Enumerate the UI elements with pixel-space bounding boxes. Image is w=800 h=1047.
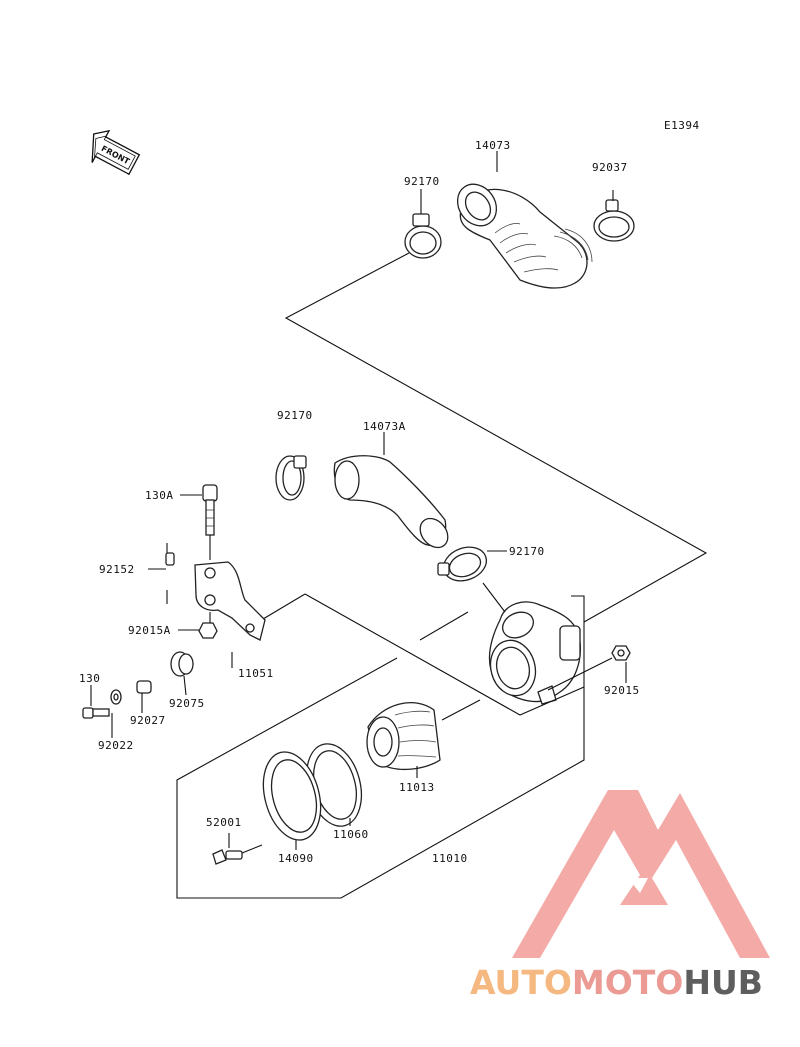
diagram-code: E1394 xyxy=(664,119,700,132)
part-label-92170-top: 92170 xyxy=(404,175,440,188)
hose-clamp-92037 xyxy=(593,190,635,242)
bolt-130A xyxy=(180,484,218,560)
hose-clamp-92170-mid xyxy=(275,455,307,501)
collar-92027 xyxy=(136,680,152,713)
part-label-130A: 130A xyxy=(145,489,174,502)
intake-elbow-hose xyxy=(333,432,449,549)
part-label-11013: 11013 xyxy=(399,781,435,794)
part-label-14073: 14073 xyxy=(475,139,511,152)
air-cleaner-housing xyxy=(482,582,581,705)
part-label-11051: 11051 xyxy=(238,667,274,680)
intake-duct-hose xyxy=(456,183,593,289)
part-label-14090: 14090 xyxy=(278,852,314,865)
part-label-92037: 92037 xyxy=(592,161,628,174)
air-cleaner-cover xyxy=(262,751,322,850)
air-filter-element xyxy=(366,699,481,778)
part-label-92152: 92152 xyxy=(99,563,135,576)
collar-92152 xyxy=(148,543,175,604)
logo-text-auto: AUTOMOTOHUB xyxy=(470,963,763,1002)
part-label-14073A: 14073A xyxy=(363,420,406,433)
assembly-leader-line xyxy=(284,252,708,623)
part-label-92022: 92022 xyxy=(98,739,134,752)
bolt-130 xyxy=(82,685,113,738)
part-label-52001: 52001 xyxy=(206,816,242,829)
wing-bolt-52001 xyxy=(212,833,263,865)
damper-92075 xyxy=(170,651,194,696)
nut-92015A xyxy=(178,612,218,639)
watermark-logo: AUTOMOTOHUB xyxy=(470,790,770,1002)
part-label-92075: 92075 xyxy=(169,697,205,710)
part-label-130: 130 xyxy=(79,672,100,685)
logo-triangle-icon xyxy=(512,790,770,958)
nut-92015 xyxy=(547,645,631,691)
front-arrow-icon: FRONT xyxy=(91,129,141,176)
part-label-92015: 92015 xyxy=(604,684,640,697)
cover-gasket xyxy=(305,743,363,827)
hose-clamp-92170-low xyxy=(437,546,507,582)
bracket-11051 xyxy=(194,561,266,668)
part-label-11060: 11060 xyxy=(333,828,369,841)
part-label-92015A: 92015A xyxy=(128,624,171,637)
part-label-92170-mid: 92170 xyxy=(277,409,313,422)
part-label-92027: 92027 xyxy=(130,714,166,727)
hose-clamp-92170-top xyxy=(404,189,442,259)
part-label-11010: 11010 xyxy=(432,852,468,865)
part-label-92170-low: 92170 xyxy=(509,545,545,558)
washer xyxy=(110,689,122,705)
